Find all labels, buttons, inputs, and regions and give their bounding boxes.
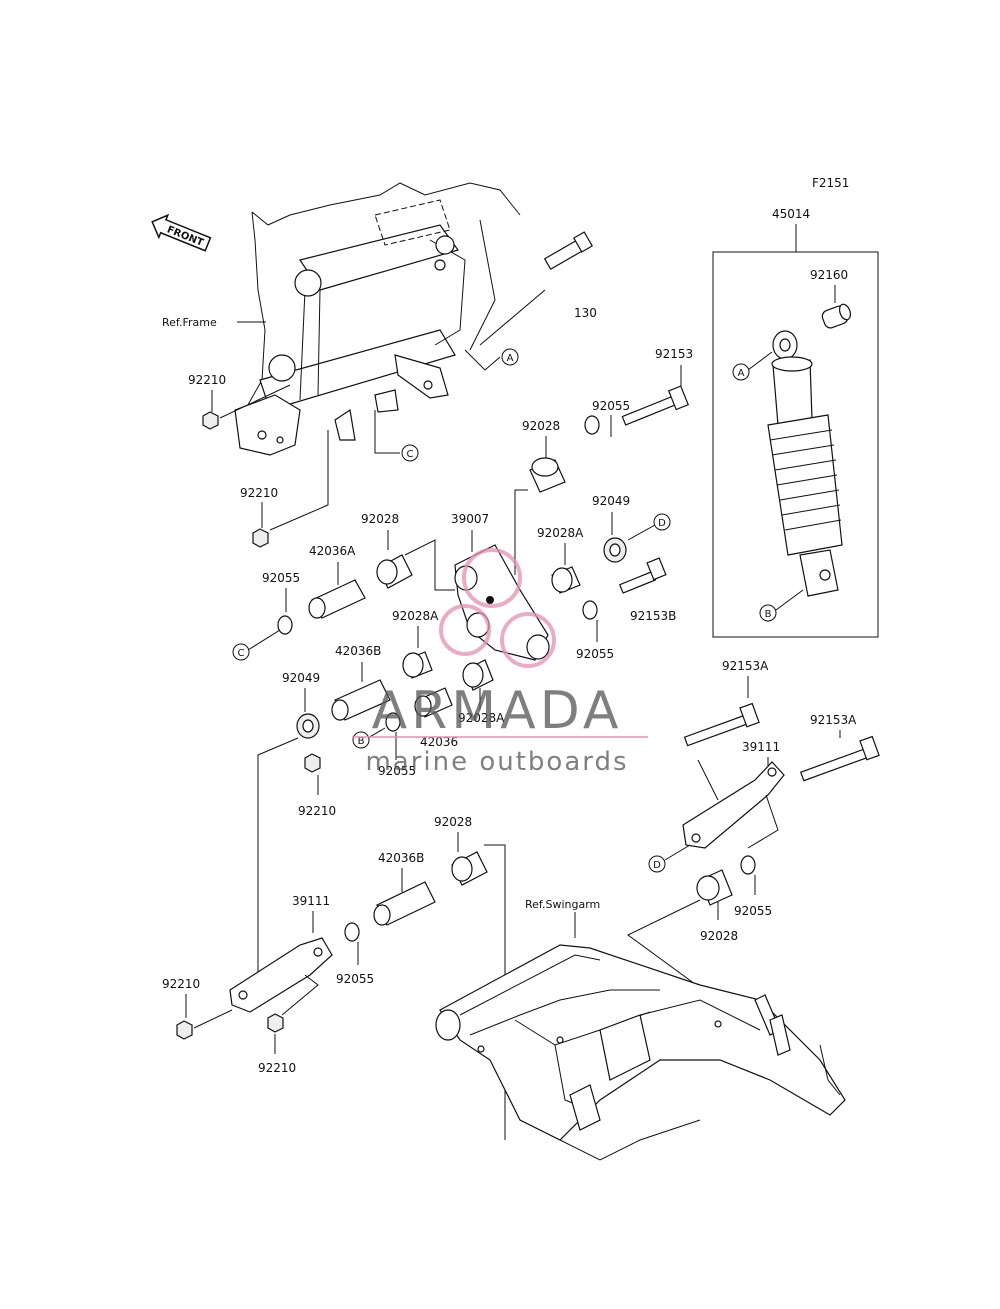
nut-92210-3 — [304, 753, 321, 773]
part-130-label: 130 — [574, 306, 597, 320]
marker-d-tie — [648, 855, 666, 873]
part-92055-label-1: 92055 — [592, 399, 630, 413]
bushing-92028-1 — [529, 457, 566, 493]
collar-42036b-2 — [373, 881, 436, 926]
bushing-92028a-3 — [462, 659, 494, 691]
nut-92210-2 — [252, 528, 269, 548]
part-92055-label-6: 92055 — [734, 904, 772, 918]
part-92028a-label-1: 92028A — [537, 526, 584, 540]
part-92153a-label-2: 92153A — [810, 713, 857, 727]
part-39007-label: 39007 — [451, 512, 489, 526]
part-42036b-label-1: 42036B — [335, 644, 381, 658]
part-92153-label: 92153 — [655, 347, 693, 361]
nut-92210-4 — [176, 1020, 193, 1040]
collar-42036a — [308, 579, 366, 619]
bushing-92028a-2 — [402, 651, 433, 679]
nut-92210-5 — [267, 1013, 284, 1033]
part-42036b-label-2: 42036B — [378, 851, 424, 865]
part-39111-label-1: 39111 — [292, 894, 330, 908]
shock-assembly-box — [712, 251, 879, 638]
part-92210-label-1: 92210 — [188, 373, 226, 387]
part-45014-label: 45014 — [772, 207, 810, 221]
bolt-130 — [479, 231, 594, 346]
watermark-brand: ARMADA — [372, 681, 623, 741]
marker-c-link — [232, 643, 250, 661]
part-92210-label-4: 92210 — [162, 977, 200, 991]
nut-92210-1 — [202, 411, 219, 430]
watermark: ARMADA marine outboards — [352, 548, 648, 777]
marker-b-link-text: B — [358, 736, 365, 747]
part-92055-label-3: 92055 — [262, 571, 300, 585]
marker-c-frame-text: C — [407, 449, 414, 460]
frame-drawing — [234, 182, 521, 456]
marker-d-link-text: D — [658, 518, 666, 529]
part-92210-label-2: 92210 — [240, 486, 278, 500]
marker-b-shock — [759, 604, 777, 622]
part-92028-label-2: 92028 — [361, 512, 399, 526]
collar-42036b-1 — [331, 679, 391, 721]
part-92028a-label-3: 92028A — [458, 711, 505, 725]
part-92055-label-2: 92055 — [576, 647, 614, 661]
part-92028-label-4: 92028 — [700, 929, 738, 943]
part-92153b-label: 92153B — [630, 609, 676, 623]
tie-rod-39111-1 — [229, 937, 333, 1013]
bolt-92153a-1 — [683, 702, 760, 747]
marker-b-shock-text: B — [765, 609, 772, 620]
oring-92055-6 — [740, 855, 756, 875]
part-92153a-label-1: 92153A — [722, 659, 769, 673]
oring-92055-5 — [344, 922, 360, 942]
part-92028-label-3: 92028 — [434, 815, 472, 829]
part-92049-label-2: 92049 — [282, 671, 320, 685]
bolt-92153 — [621, 385, 690, 426]
part-39111-label-2: 39111 — [742, 740, 780, 754]
part-92028a-label-2: 92028A — [392, 609, 439, 623]
marker-a-frame-text: A — [507, 353, 514, 364]
marker-c-frame — [401, 444, 419, 462]
marker-a-frame — [501, 348, 519, 366]
bushing-92028a-1 — [551, 566, 581, 594]
ref-frame-label: Ref.Frame — [162, 316, 217, 329]
bolt-92153a-2 — [799, 735, 880, 782]
bushing-92028-2 — [376, 554, 413, 589]
watermark-tagline: marine outboards — [365, 747, 628, 777]
marker-d-link — [653, 513, 671, 531]
watermark-logo-icon — [439, 548, 556, 668]
collar-92160 — [821, 303, 852, 329]
marker-d-tie-text: D — [653, 860, 661, 871]
oring-92055-1 — [584, 415, 600, 435]
part-42036a-label: 42036A — [309, 544, 356, 558]
oring-92055-4 — [385, 712, 401, 732]
part-92210-label-3: 92210 — [298, 804, 336, 818]
figure-code: F2151 — [812, 176, 849, 190]
oring-92055-2 — [582, 600, 598, 620]
marker-a-shock-text: A — [738, 368, 745, 379]
bolt-92153b — [618, 557, 667, 594]
front-arrow-icon: FRONT — [151, 213, 212, 252]
part-92049-label-1: 92049 — [592, 494, 630, 508]
marker-a-shock — [732, 363, 750, 381]
oring-92055-3 — [277, 615, 293, 635]
bushing-92028-3 — [451, 851, 488, 886]
swingarm-drawing — [435, 944, 846, 1161]
part-92055-label-5: 92055 — [336, 972, 374, 986]
bushing-92028-4 — [696, 869, 733, 906]
marker-c-link-text: C — [238, 648, 245, 659]
shock-absorber-45014 — [767, 330, 843, 597]
part-92160-label: 92160 — [810, 268, 848, 282]
collar-42036 — [414, 687, 453, 718]
part-92210-label-5: 92210 — [258, 1061, 296, 1075]
part-92055-label-4: 92055 — [378, 764, 416, 778]
ref-swingarm-label: Ref.Swingarm — [525, 898, 600, 911]
part-42036-label: 42036 — [420, 735, 458, 749]
part-92028-label-1: 92028 — [522, 419, 560, 433]
